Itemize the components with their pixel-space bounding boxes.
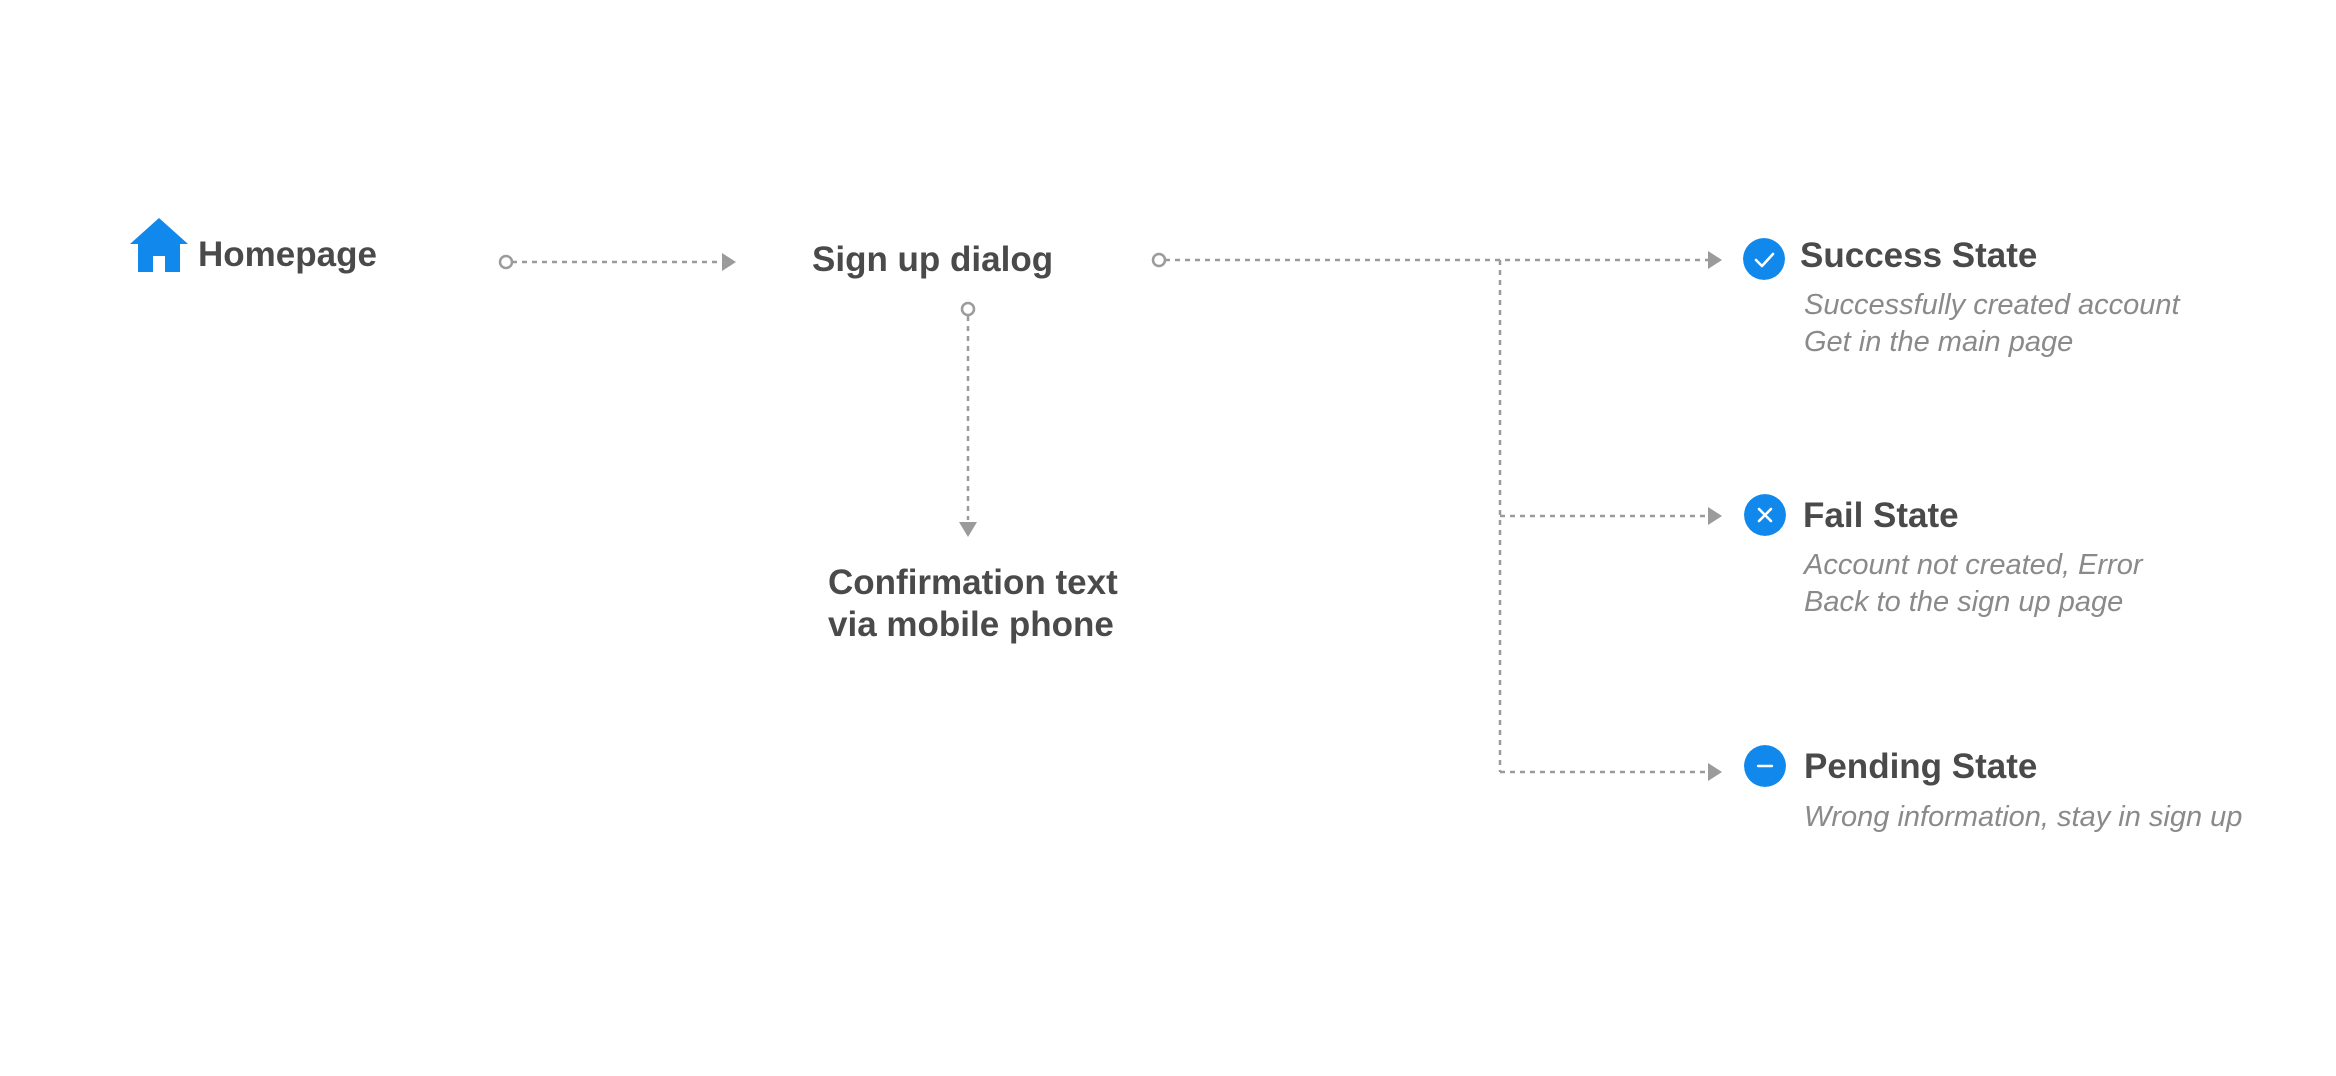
arrowhead-right	[722, 253, 736, 271]
minus-icon	[1744, 745, 1786, 787]
node-desc-pending: Wrong information, stay in sign up	[1804, 799, 2242, 836]
fail-desc-line: Account not created, Error	[1804, 549, 2143, 581]
arrowhead-right	[1708, 763, 1722, 781]
arrowhead-right	[1708, 507, 1722, 525]
node-desc-fail: Account not created, Error Back to the s…	[1804, 547, 2143, 621]
connector-start-dot	[498, 254, 514, 270]
success-desc-line: Get in the main page	[1804, 326, 2074, 358]
node-title-signup-dialog: Sign up dialog	[812, 240, 1054, 279]
node-title-pending: Pending State	[1804, 747, 2038, 786]
node-desc-success: Successfully created account Get in the …	[1804, 287, 2180, 361]
confirmation-line: Confirmation text	[828, 563, 1118, 602]
node-title-success: Success State	[1800, 236, 2038, 275]
node-title-fail: Fail State	[1803, 496, 1959, 535]
success-desc-line: Successfully created account	[1804, 289, 2180, 321]
arrowhead-right	[1708, 251, 1722, 269]
pending-desc-line: Wrong information, stay in sign up	[1804, 801, 2243, 833]
connector-start-dot	[1151, 252, 1167, 268]
close-icon	[1744, 494, 1786, 536]
check-icon	[1743, 238, 1785, 280]
confirmation-line: via mobile phone	[828, 605, 1114, 644]
arrowhead-down	[959, 522, 977, 537]
home-icon	[130, 218, 188, 272]
fail-desc-line: Back to the sign up page	[1804, 586, 2124, 618]
node-title-homepage: Homepage	[198, 235, 377, 274]
node-title-confirmation: Confirmation text via mobile phone	[828, 562, 1118, 646]
connector-start-dot	[960, 301, 976, 317]
